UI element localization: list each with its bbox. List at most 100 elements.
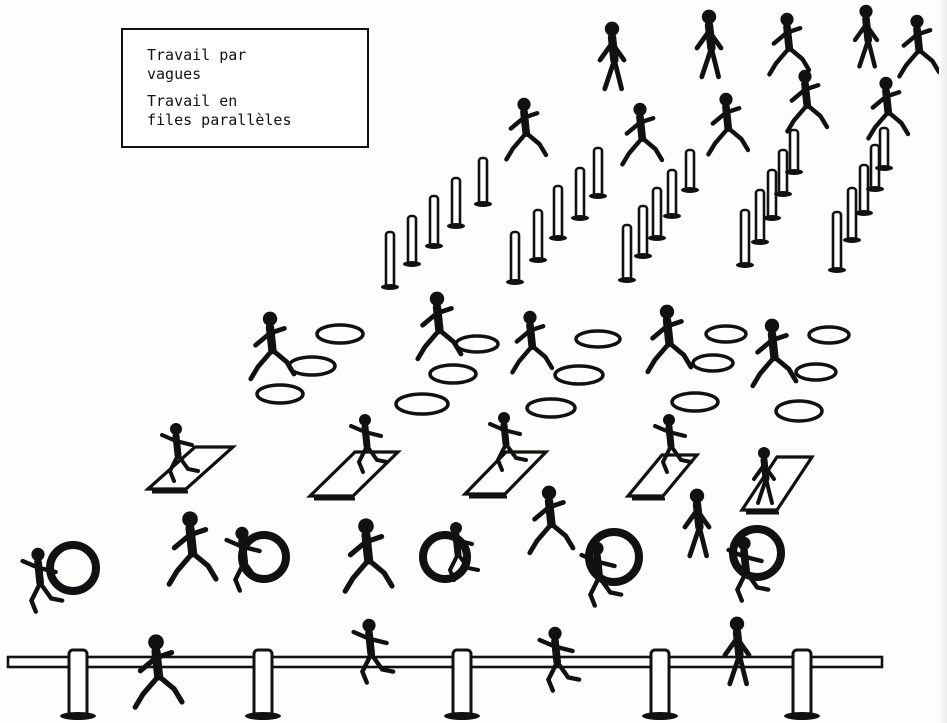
slalom-post: [408, 216, 416, 264]
figure-legs: [859, 40, 874, 66]
figure: [345, 518, 392, 591]
figure-legs: [605, 60, 622, 89]
slalom-post: [430, 196, 438, 246]
figure-legs: [251, 350, 294, 379]
slalom-post: [576, 168, 584, 218]
figure: [506, 98, 546, 160]
figure: [899, 15, 939, 77]
post-shadow: [763, 215, 781, 221]
slalom-post: [452, 178, 460, 226]
slalom-post: [880, 128, 888, 168]
figure: [622, 103, 662, 165]
bar-stand: [651, 650, 669, 718]
slalom-post: [534, 210, 542, 260]
hoop: [776, 401, 822, 421]
figure-torso: [504, 425, 506, 444]
figure-torso: [555, 641, 557, 662]
post-shadow: [447, 223, 465, 229]
stand-base: [642, 712, 678, 720]
caption-line-3: Travail en: [147, 92, 367, 111]
hoop: [796, 364, 836, 380]
figure: [685, 489, 709, 556]
hoop: [289, 357, 335, 375]
post-shadow: [843, 237, 861, 243]
figure-torso: [456, 535, 458, 554]
hoop: [809, 327, 849, 343]
hoop: [456, 336, 498, 352]
slalom-post: [686, 150, 694, 190]
tire: [50, 545, 96, 591]
post-shadow: [875, 165, 893, 171]
caption-line-4: files parallèles: [147, 111, 367, 130]
figure: [251, 312, 294, 379]
gym-mat: [465, 452, 546, 494]
slalom-post: [833, 212, 841, 270]
figure-legs: [345, 560, 392, 591]
figure: [512, 311, 552, 373]
figure-torso: [242, 541, 244, 562]
gym-mat: [742, 457, 812, 510]
caption-line-2: vagues: [147, 65, 367, 84]
post-shadow: [381, 284, 399, 290]
figure: [725, 617, 749, 684]
figure-legs: [690, 527, 707, 556]
hoop: [396, 394, 448, 414]
slalom-post: [668, 170, 676, 216]
figure: [697, 10, 721, 77]
post-shadow: [571, 215, 589, 221]
bar-stand: [254, 650, 272, 718]
figure-legs: [648, 343, 691, 372]
slalom-post: [653, 188, 661, 238]
post-shadow: [549, 235, 567, 241]
post-shadow: [855, 210, 873, 216]
figure-torso: [669, 427, 671, 446]
figure: [530, 486, 573, 553]
slalom-post: [511, 232, 519, 282]
figure: [753, 319, 796, 386]
figure-torso: [176, 436, 178, 455]
figure-legs: [512, 346, 552, 372]
figure: [169, 511, 216, 584]
slalom-post: [790, 130, 798, 172]
figure-legs: [418, 330, 461, 359]
stand-base: [60, 712, 96, 720]
tire-groove: [59, 554, 87, 582]
post-shadow: [648, 235, 666, 241]
page-edge: [939, 0, 947, 723]
figure-legs: [899, 50, 939, 76]
caption-box: Travail par vagues Travail en files para…: [121, 28, 369, 148]
caption-line-1: Travail par: [147, 46, 367, 65]
figure-torso: [38, 562, 40, 583]
post-shadow: [681, 187, 699, 193]
hoop: [527, 399, 575, 417]
post-shadow: [506, 279, 524, 285]
figure-legs: [787, 105, 827, 131]
figure-torso: [744, 551, 746, 572]
post-shadow: [785, 169, 803, 175]
bar-stand: [793, 650, 811, 718]
tires: [50, 529, 781, 591]
post-shadow: [529, 257, 547, 263]
figure: [855, 5, 877, 67]
figure-legs: [169, 553, 216, 584]
hoop: [576, 331, 620, 347]
post-shadow: [403, 261, 421, 267]
bar-beam: [8, 657, 882, 667]
slalom-post: [623, 225, 631, 280]
figure: [600, 22, 624, 89]
post-shadow: [751, 239, 769, 245]
bar-stand: [453, 650, 471, 718]
bar-stand: [69, 650, 87, 718]
figure-legs: [506, 133, 546, 159]
hoop: [257, 385, 303, 403]
figure: [648, 305, 691, 372]
stand-base: [784, 712, 820, 720]
figure-legs: [135, 676, 182, 707]
hoop: [555, 366, 603, 384]
figure-legs: [702, 48, 719, 77]
figure: [708, 93, 748, 155]
figure: [769, 13, 809, 75]
slalom-post: [741, 210, 749, 265]
post-shadow: [828, 267, 846, 273]
